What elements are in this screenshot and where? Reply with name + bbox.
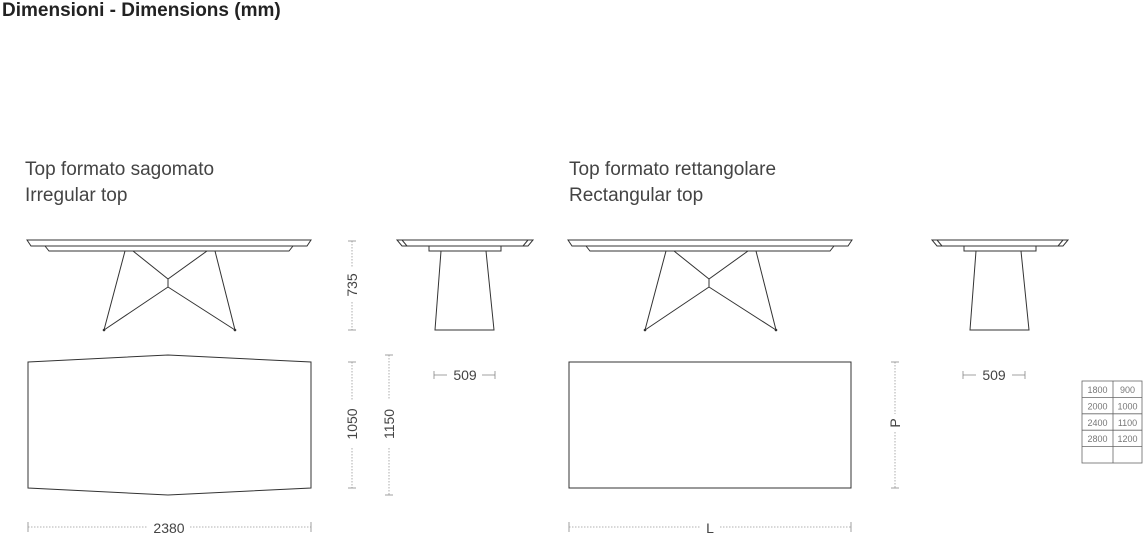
rectangular-title-it: Top formato rettangolare — [569, 159, 777, 180]
size-table-cell: 2400 — [1087, 418, 1107, 428]
length-l-label: L — [706, 520, 714, 536]
depth-min-label: 1050 — [344, 408, 360, 439]
rectangular-title-en: Rectangular top — [569, 185, 704, 206]
irregular-title-it: Top formato sagomato — [25, 159, 215, 180]
depth-p-label: P — [887, 418, 903, 427]
height-dimension: 735 — [344, 240, 360, 331]
irregular-side-view — [26, 239, 312, 332]
depth-max-dimension: 1150 — [381, 354, 397, 496]
irregular-section-title: Top formato sagomato Irregular top — [25, 157, 214, 209]
size-table-cell: 900 — [1120, 385, 1135, 395]
base-width-dimension: 509 — [433, 367, 496, 383]
depth-p-dimension: P — [887, 361, 903, 489]
size-table-cell: 1100 — [1118, 418, 1137, 428]
base-width-label: 509 — [453, 367, 477, 383]
size-table-cell: 1000 — [1117, 401, 1137, 411]
size-table-cell: 1200 — [1117, 434, 1137, 444]
rectangular-end-view — [931, 239, 1069, 331]
length-label: 2380 — [153, 520, 184, 536]
rectangular-section-title: Top formato rettangolare Rectangular top — [569, 157, 776, 209]
rect-base-width-label: 509 — [982, 367, 1006, 383]
rectangular-top-view — [568, 361, 852, 489]
irregular-top-view — [27, 354, 312, 496]
rectangular-side-view — [567, 239, 853, 332]
irregular-end-view — [396, 239, 534, 331]
size-table-cell: 2000 — [1087, 401, 1107, 411]
length-dimension: 2380 — [27, 520, 312, 536]
depth-max-label: 1150 — [381, 409, 397, 439]
length-l-dimension: L — [568, 520, 852, 536]
height-label: 735 — [344, 273, 360, 297]
irregular-title-en: Irregular top — [25, 185, 128, 206]
size-table-cell: 2800 — [1087, 434, 1107, 444]
depth-min-dimension: 1050 — [344, 361, 360, 489]
size-table: 1800 900 2000 1000 2400 1100 2800 1200 — [1081, 380, 1143, 464]
rect-base-width-dimension: 509 — [962, 367, 1026, 383]
size-table-cell: 1800 — [1087, 385, 1107, 395]
page-title: Dimensioni - Dimensions (mm) — [2, 0, 281, 21]
